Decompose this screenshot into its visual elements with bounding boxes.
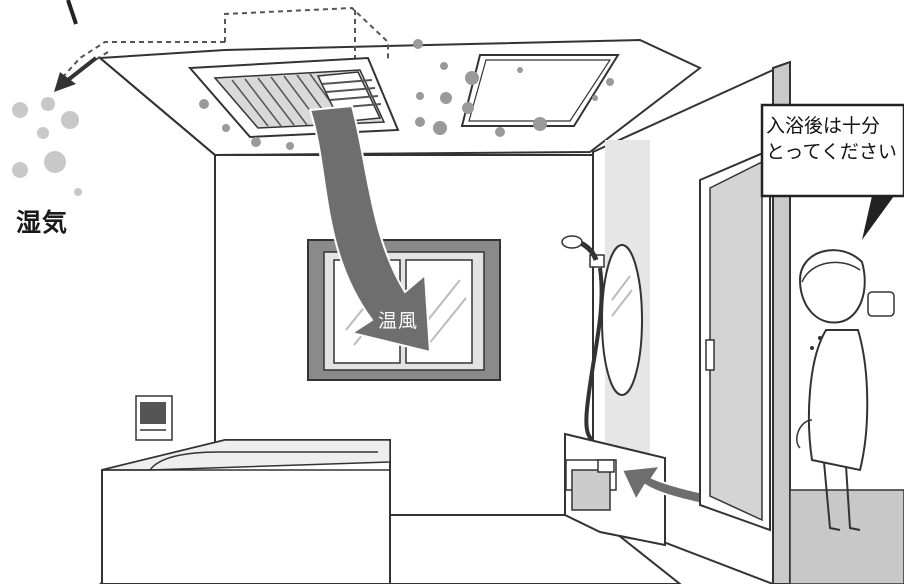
person-drinking <box>797 250 894 530</box>
speech-line-1: 入浴後は十分 <box>766 113 897 139</box>
bathtub <box>102 440 390 584</box>
mirror <box>602 245 642 395</box>
control-panel <box>136 396 172 440</box>
warm-air-label: 温風 <box>378 306 418 333</box>
speech-line-2: とってください <box>766 139 897 165</box>
exhaust-arrow <box>68 58 96 80</box>
changing-room-floor <box>790 490 904 584</box>
humidity-dots <box>12 97 82 196</box>
pointer-line <box>68 0 76 24</box>
shower-door <box>700 150 770 530</box>
speech-bubble-text: 入浴後は十分 とってください <box>766 113 897 165</box>
humidity-label: 湿気 <box>16 203 68 239</box>
